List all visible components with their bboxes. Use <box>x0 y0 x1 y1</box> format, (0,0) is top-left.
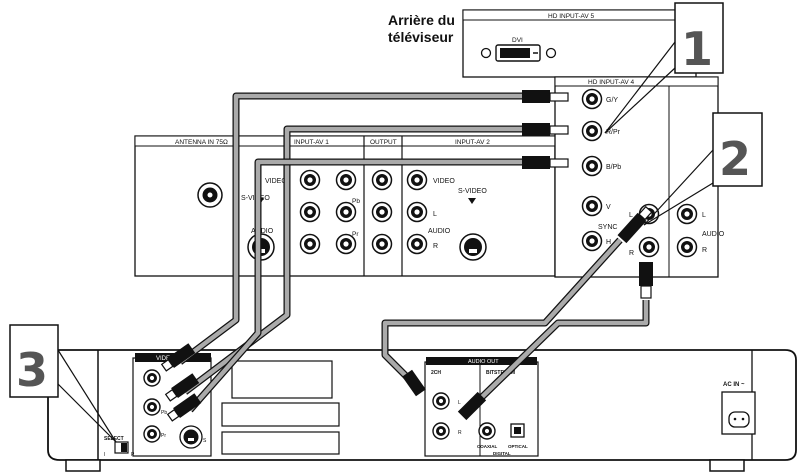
tv-lower-panel: ANTENNA IN 75Ω INPUT-AV 1 OUTPUT INPUT-A… <box>134 135 556 277</box>
tv-audio-plugs <box>617 205 653 299</box>
audio-2ch-label: 2CH <box>431 370 441 376</box>
select-i-label: I <box>104 452 105 458</box>
output-r-jack <box>371 233 393 255</box>
tv-audio-r-label: R <box>629 250 634 257</box>
v-jack <box>581 195 603 217</box>
tv-audio-r-jack <box>638 236 660 258</box>
av2-svideo-label: S-VIDEO <box>458 188 487 195</box>
av2-l-jack <box>406 201 428 223</box>
av2-audio-label: AUDIO <box>428 228 451 235</box>
step-2-number: 2 <box>719 132 751 186</box>
step-1-number: 1 <box>681 22 713 76</box>
hd-av5-label: HD INPUT-AV 5 <box>548 13 594 20</box>
step-1-callout: 1 <box>604 2 724 134</box>
player-pb-label: Pb <box>161 410 167 416</box>
player-pb-jack <box>143 398 161 416</box>
right-audio-r-jack <box>676 236 698 258</box>
player-audio-plugs <box>402 369 487 421</box>
step-2-callout: 2 <box>643 112 763 226</box>
tv-rear-title-line1: Arrière du <box>388 12 455 28</box>
select-p-label: P <box>131 452 135 458</box>
av1-video-label: VIDEO <box>265 178 287 185</box>
v-label: V <box>606 204 611 211</box>
step-3-number: 3 <box>16 343 48 397</box>
dvi-label: DVI <box>512 37 523 44</box>
av2-svideo-arrow-icon <box>468 198 476 204</box>
h-label: H <box>606 239 611 246</box>
player-svideo-port <box>179 425 203 449</box>
player-y-jack <box>143 369 161 387</box>
av1-l-jack <box>299 201 321 223</box>
optical-label: OPTICAL <box>508 444 528 449</box>
player-audio-r-jack <box>432 422 450 440</box>
rpr-label: R/Pr <box>606 129 621 136</box>
av1-pb-label: Pb <box>352 198 360 205</box>
av1-r-jack <box>299 233 321 255</box>
hd-av4-label: HD INPUT-AV 4 <box>588 79 634 86</box>
input-av2-label: INPUT-AV 2 <box>455 139 490 146</box>
av1-pb-jack <box>335 201 357 223</box>
antenna-label: ANTENNA IN 75Ω <box>175 139 228 146</box>
tv-audio-l-label: L <box>629 212 633 219</box>
player-audio-r-label: R <box>458 430 462 436</box>
av1-video-jack <box>299 169 321 191</box>
svideo-port-av2 <box>459 233 487 261</box>
bpb-jack <box>581 155 603 177</box>
av2-r-jack <box>406 233 428 255</box>
video-cables <box>177 92 525 413</box>
player-audio-l-label: L <box>458 400 461 406</box>
gy-label: G/Y <box>606 97 618 104</box>
input-av1-label: INPUT-AV 1 <box>294 139 329 146</box>
player-audio-l-jack <box>432 392 450 410</box>
audio-out-label: AUDIO OUT <box>468 359 499 365</box>
player-pr-label: Pr <box>161 433 166 439</box>
av2-l-label: L <box>433 211 437 218</box>
av1-y-jack <box>335 169 357 191</box>
player-s-label: S <box>203 438 207 444</box>
bitstream-label: BITSTREAM <box>486 370 515 376</box>
right-audio-r-label: R <box>702 247 707 254</box>
h-jack <box>581 230 603 252</box>
av2-r-label: R <box>433 243 438 250</box>
ac-in-label: AC IN ~ <box>723 382 745 388</box>
av2-video-jack <box>406 169 428 191</box>
tv-upper-panel: HD INPUT-AV 5 DVI HD INPUT-AV 4 G/Y R/Pr… <box>462 9 725 278</box>
output-label: OUTPUT <box>370 139 397 146</box>
dvi-port <box>480 44 557 62</box>
output-video-jack <box>371 169 393 191</box>
right-audio-label: AUDIO <box>702 231 725 238</box>
tv-rear-title-line2: téléviseur <box>388 29 454 45</box>
ac-in-socket <box>721 391 756 435</box>
antenna-connector <box>197 182 223 208</box>
tv-video-plugs <box>522 90 569 169</box>
bpb-label: B/Pb <box>606 164 621 171</box>
step-3-callout: 3 <box>9 324 117 443</box>
coaxial-label: COAXIAL <box>477 444 498 449</box>
optical-port <box>510 423 525 438</box>
gy-jack <box>581 88 603 110</box>
right-audio-l-jack <box>676 203 698 225</box>
dvd-player: VIDEO OUT Pb Pr S SELECT I P AUDIO OUT 2… <box>47 349 797 472</box>
player-video-plugs <box>160 343 202 422</box>
sync-label: SYNC <box>598 224 617 231</box>
av2-video-label: VIDEO <box>433 178 455 185</box>
digital-label: DIGITAL <box>493 451 511 456</box>
av1-audio-label: AUDIO <box>251 228 274 235</box>
player-pr-jack <box>143 425 161 443</box>
select-switch[interactable] <box>114 441 129 454</box>
right-audio-l-label: L <box>702 212 706 219</box>
coaxial-jack <box>478 422 496 440</box>
output-l-jack <box>371 201 393 223</box>
av1-pr-label: Pr <box>352 231 359 238</box>
rpr-jack <box>581 120 603 142</box>
audio-cables <box>381 237 650 400</box>
